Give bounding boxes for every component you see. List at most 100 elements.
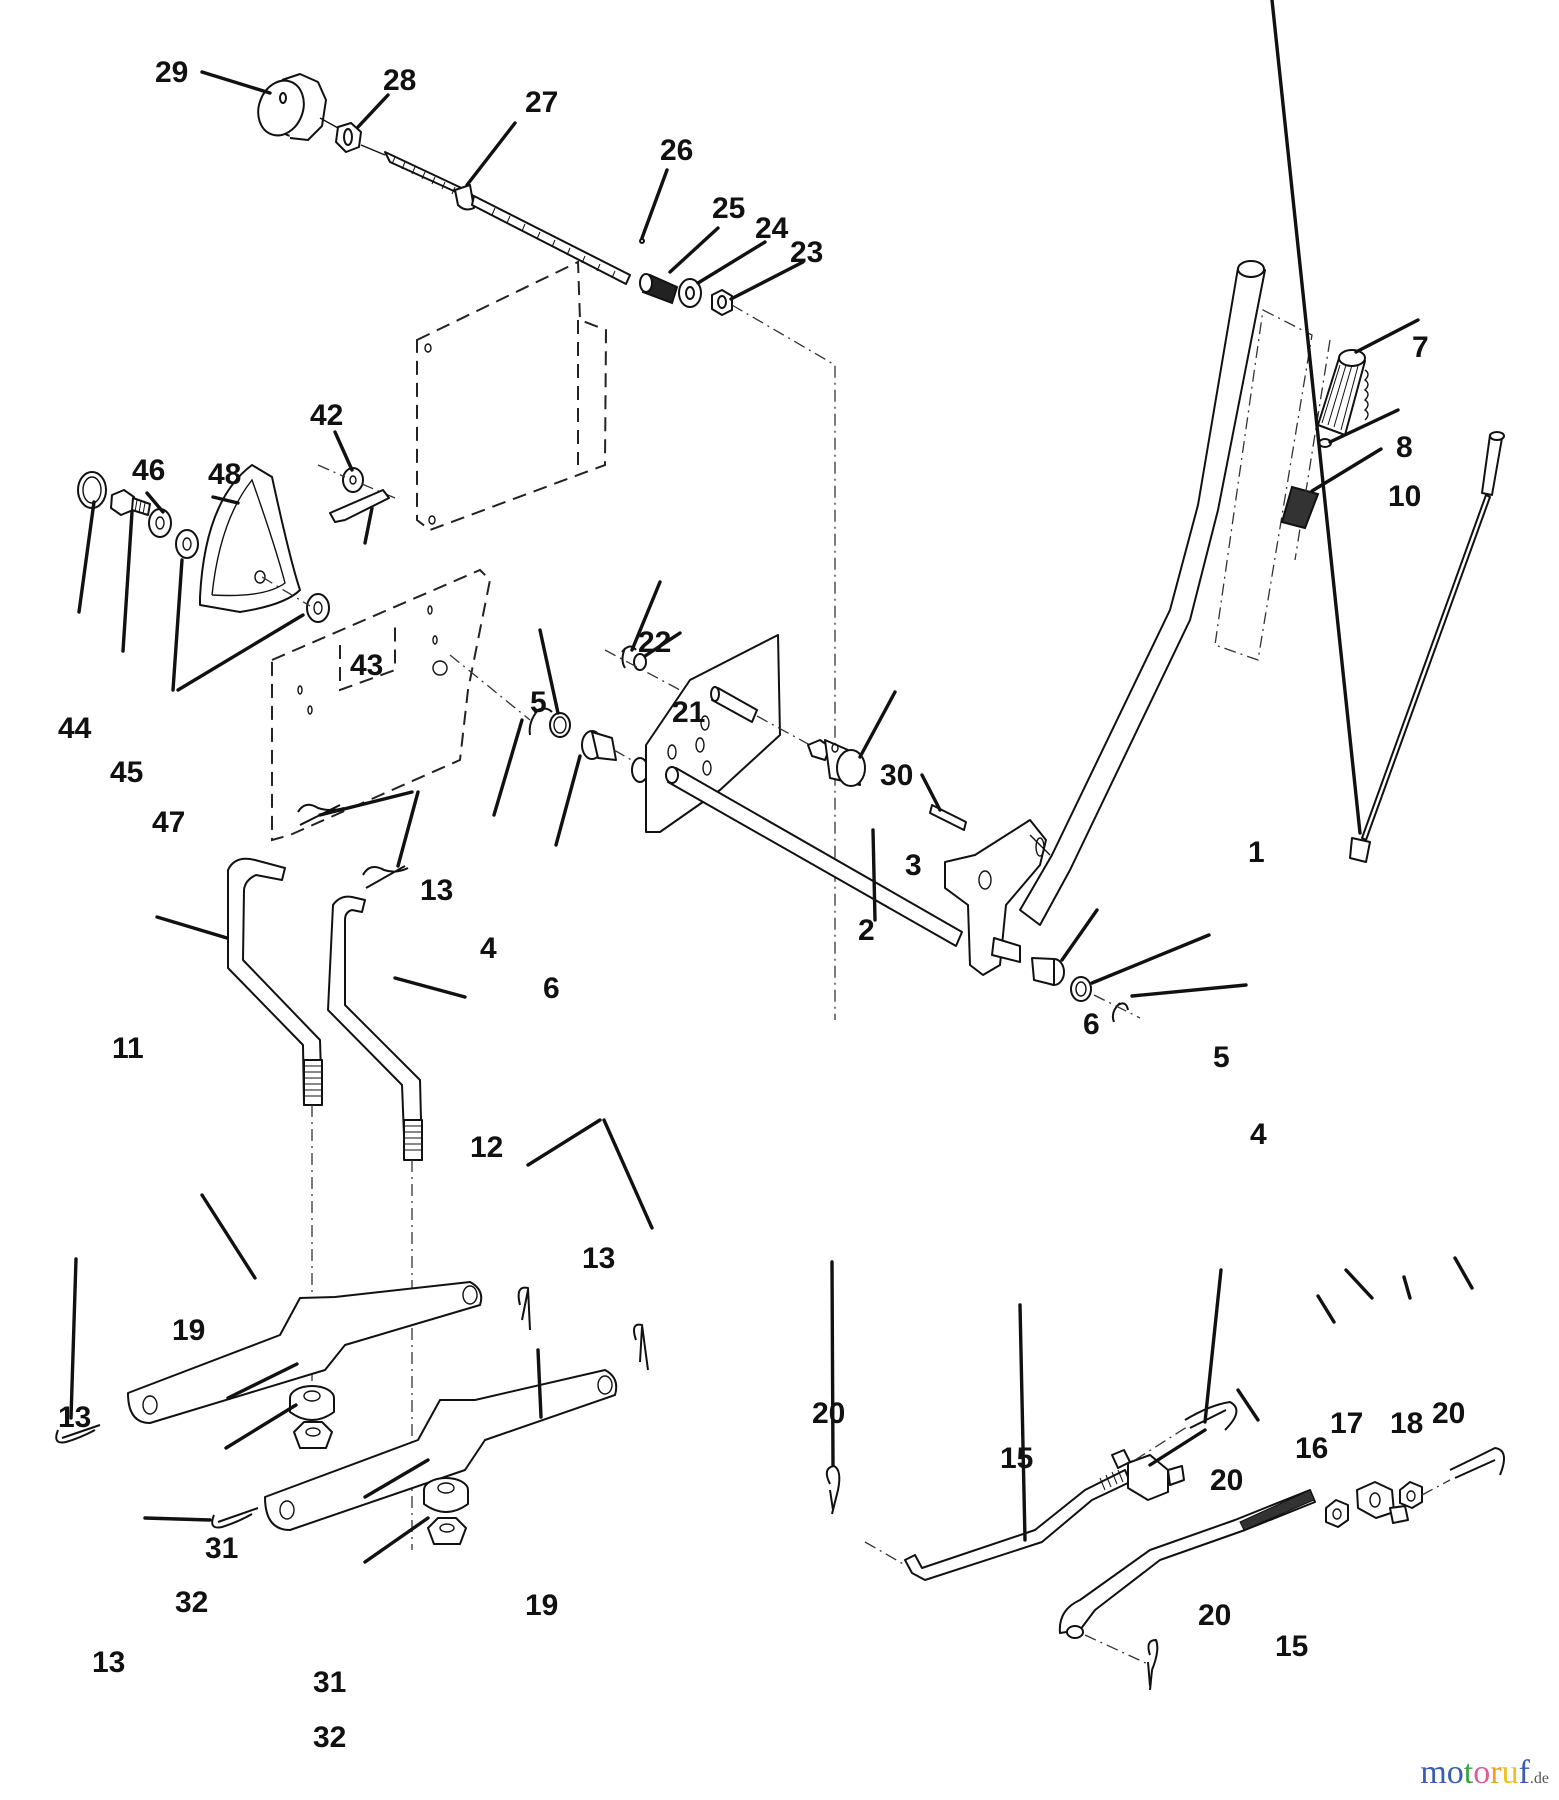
- callout-12: 12: [470, 1131, 503, 1164]
- release-rod-part: [1349, 431, 1505, 863]
- watermark-letter: m: [1420, 1754, 1447, 1791]
- frame-plate-lower: [271, 568, 492, 842]
- knob-part: [257, 73, 327, 141]
- callout-21: 21: [672, 696, 705, 729]
- washer-part: [175, 529, 199, 559]
- callout-18: 18: [1390, 1407, 1423, 1440]
- callout-2: 2: [858, 914, 875, 947]
- spring-part: [1280, 485, 1320, 530]
- nut-part: [1399, 1481, 1423, 1509]
- callout-22: 22: [638, 626, 671, 659]
- grommet-part: [289, 1385, 335, 1421]
- washer-part: [633, 653, 647, 671]
- trunnion-block-part: [1111, 1449, 1185, 1501]
- callout-6b: 6: [1083, 1008, 1100, 1041]
- callout-16: 16: [1295, 1432, 1328, 1465]
- hairpin-clip-part: [1147, 1639, 1159, 1691]
- callout-3: 3: [905, 849, 922, 882]
- grip-part: [1317, 349, 1369, 436]
- grommet-part: [423, 1477, 469, 1513]
- spring-clip-part: [329, 489, 390, 523]
- watermark-suffix: .de: [1529, 1770, 1549, 1787]
- callout-19a: 19: [172, 1314, 205, 1347]
- callout-26: 26: [660, 134, 693, 167]
- quadrant-plate-part: [199, 464, 301, 613]
- watermark-letter: t: [1463, 1754, 1474, 1791]
- callout-47: 47: [152, 806, 185, 839]
- pivot-assembly: [449, 634, 967, 947]
- clip-part: [621, 645, 637, 669]
- callout-32a: 32: [175, 1586, 208, 1619]
- watermark-text: motoruf: [1420, 1754, 1530, 1791]
- callout-46: 46: [132, 454, 165, 487]
- callout-10: 10: [1388, 480, 1421, 513]
- washer-part: [148, 508, 172, 538]
- washer-part: [1070, 976, 1092, 1002]
- callout-6: 6: [543, 972, 560, 1005]
- callout-45: 45: [110, 756, 143, 789]
- callout-43: 43: [350, 649, 383, 682]
- bolt-part: [110, 489, 151, 516]
- key-pin-part: [929, 804, 967, 831]
- retaining-ring-part: [528, 707, 553, 736]
- callout-29: 29: [155, 56, 188, 89]
- callout-25: 25: [712, 192, 745, 225]
- callout-5b: 5: [1213, 1041, 1230, 1074]
- watermark-letter: o: [1473, 1754, 1491, 1791]
- callout-20a: 20: [812, 1397, 845, 1430]
- washer-part: [678, 278, 702, 308]
- callout-28: 28: [383, 64, 416, 97]
- callout-20d: 20: [1198, 1599, 1231, 1632]
- hairpin-clip-part: [517, 1286, 531, 1331]
- leader-lines: [69, 0, 1474, 1564]
- adjustment-rod-assembly: [257, 73, 836, 1020]
- callout-15b: 15: [1275, 1630, 1308, 1663]
- retaining-ring-part: [1111, 1002, 1129, 1023]
- threaded-rod-part: [384, 151, 631, 285]
- callout-8: 8: [1396, 431, 1413, 464]
- watermark-letter: f: [1518, 1754, 1530, 1791]
- spring-part: [639, 273, 679, 305]
- callout-4: 4: [480, 932, 497, 965]
- hairpin-clip-part: [211, 1507, 259, 1529]
- hairpin-clip-part: [1184, 1401, 1238, 1431]
- callout-32b: 32: [313, 1721, 346, 1754]
- callout-11: 11: [112, 1032, 144, 1065]
- adjustment-linkage: [825, 1401, 1505, 1691]
- lift-links: [227, 803, 423, 1550]
- nut-part: [293, 1421, 333, 1449]
- quadrant-assembly: [77, 464, 396, 623]
- nut-part: [711, 289, 733, 316]
- callout-1: 1: [1248, 836, 1265, 869]
- callout-4b: 4: [1250, 1118, 1267, 1151]
- callout-20b: 20: [1210, 1464, 1243, 1497]
- trunnion-part: [807, 739, 866, 787]
- callout-44: 44: [58, 712, 92, 745]
- hairpin-clip-part: [633, 1323, 649, 1371]
- watermark-letter: o: [1446, 1754, 1464, 1791]
- callout-5: 5: [530, 686, 547, 719]
- washer-part: [306, 593, 330, 623]
- callout-30: 30: [880, 759, 913, 792]
- callout-7: 7: [1412, 331, 1429, 364]
- lift-handle-assembly: [944, 260, 1505, 1023]
- nut-part: [427, 1517, 467, 1545]
- callout-27: 27: [525, 86, 558, 119]
- trunnion-block-part: [1356, 1481, 1409, 1524]
- nut-part: [1325, 1499, 1349, 1528]
- hairpin-clip-part: [1449, 1447, 1505, 1479]
- callout-13a: 13: [420, 874, 453, 907]
- watermark-letter: r: [1490, 1754, 1502, 1791]
- callout-13d: 13: [92, 1646, 125, 1679]
- nut-part: [335, 122, 362, 153]
- callout-31b: 31: [313, 1666, 346, 1699]
- callout-15a: 15: [1000, 1442, 1033, 1475]
- hairpin-clip-part: [362, 865, 409, 889]
- callout-13b: 13: [582, 1242, 615, 1275]
- washer-part: [549, 712, 571, 738]
- callout-17: 17: [1330, 1407, 1363, 1440]
- callout-labels: 29 28 27 26 25 24 23 42 43 46 48 44 45 4…: [58, 56, 1465, 1754]
- callout-19b: 19: [525, 1589, 558, 1622]
- callout-20c: 20: [1432, 1397, 1465, 1430]
